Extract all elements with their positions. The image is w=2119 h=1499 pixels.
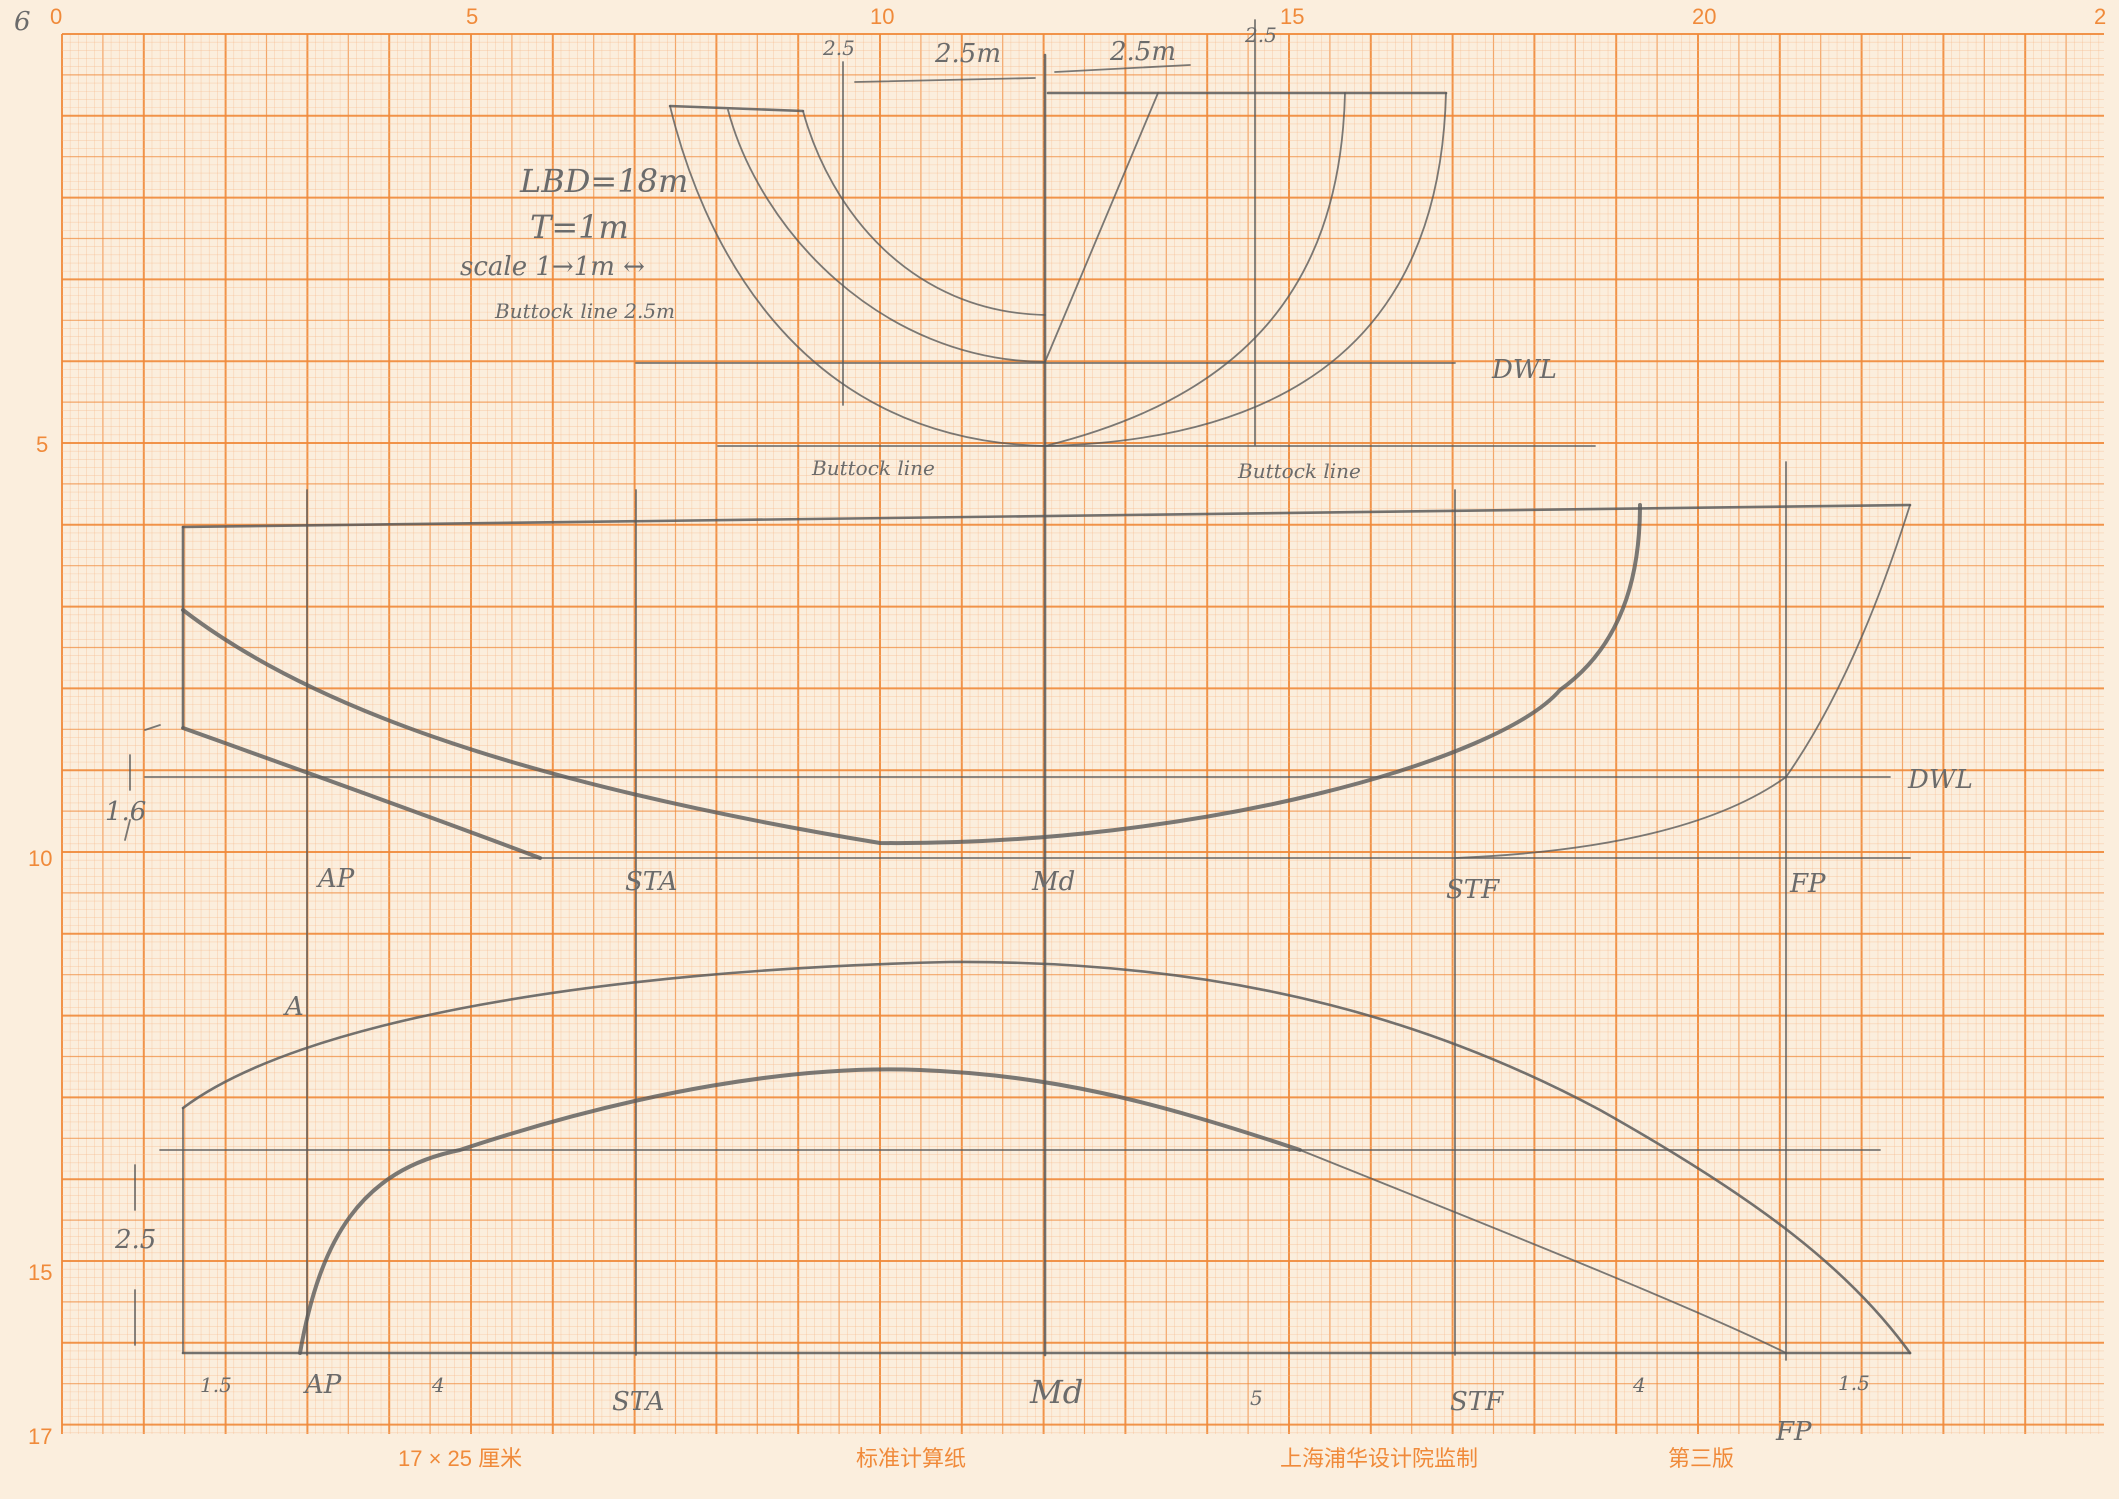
profile-deck-line <box>181 503 1912 529</box>
spacing-right-top: 2.5 <box>1244 23 1277 47</box>
fore-section-2 <box>1044 92 1346 447</box>
scale-label-5: 5 <box>466 4 478 29</box>
note-scale: scale 1→1m ↔ <box>460 252 645 282</box>
scale-label-y15: 15 <box>28 1260 52 1285</box>
hb-station-sta: STA <box>612 1387 665 1417</box>
profile-upper-curve <box>181 503 1642 846</box>
spacing-arrows <box>854 64 1191 83</box>
footer-edition: 第三版 <box>1668 1446 1734 1471</box>
half-breadth-dwl-fore <box>1299 1149 1787 1354</box>
half-breadth-plan: 2.5 A 1.5 AP 4 STA Md 5 STF 4 1.5 FP <box>114 960 1912 1447</box>
body-plan: 2.5 2.5m 2.5m 2.5 DWL Buttock line Butto… <box>635 19 1596 1357</box>
aft-section-3 <box>802 110 1046 316</box>
hb-station-1-5b: 1.5 <box>1838 1371 1870 1395</box>
body-plan-dwl-label: DWL <box>1491 355 1557 385</box>
profile-bow <box>1454 504 1911 859</box>
profile-station-md: Md <box>1031 867 1075 897</box>
half-breadth-dim: 2.5 <box>114 1225 156 1255</box>
profile-height-dim: 1.6 <box>105 797 146 827</box>
profile-station-ap: AP <box>316 864 355 894</box>
scale-label-15: 15 <box>1280 4 1304 29</box>
paper-footer: 17 × 25 厘米 标准计算纸 上海浦华设计院监制 第三版 <box>398 1446 1734 1471</box>
corner-mark: 6 <box>14 7 31 37</box>
fore-section-3 <box>1044 92 1159 363</box>
note-draft: T=1m <box>530 208 629 246</box>
scale-label-10: 10 <box>870 4 894 29</box>
hb-station-4: 4 <box>431 1373 445 1397</box>
scale-label-y17: 17 <box>28 1424 52 1449</box>
hb-station-4b: 4 <box>1632 1373 1646 1397</box>
profile-view: 1.6 DWL AP STA Md STF FP <box>105 461 1973 1361</box>
height-dim-arrows <box>124 724 161 841</box>
profile-station-fp: FP <box>1789 869 1826 899</box>
footer-name: 标准计算纸 <box>856 1446 966 1471</box>
top-scale: 0 5 10 15 20 2 <box>50 4 2106 29</box>
design-notes: LBD=18m T=1m scale 1→1m ↔ Buttock line 2… <box>460 162 688 323</box>
spacing-left: 2.5m <box>934 39 1001 69</box>
scale-label-y10: 10 <box>28 846 52 871</box>
hb-station-1-5: 1.5 <box>200 1373 232 1397</box>
graph-paper-grid <box>61 33 2104 1434</box>
scale-label-y5: 5 <box>36 432 48 457</box>
hb-station-ap: AP <box>303 1370 342 1400</box>
profile-dwl-label: DWL <box>1907 765 1973 795</box>
scale-label-25: 2 <box>2094 4 2106 29</box>
footer-publisher: 上海浦华设计院监制 <box>1280 1446 1478 1471</box>
note-buttock: Buttock line 2.5m <box>494 299 675 323</box>
half-breadth-deck-curve <box>181 960 1912 1355</box>
hb-station-stf: STF <box>1450 1387 1504 1417</box>
hb-station-md: Md <box>1029 1373 1083 1411</box>
profile-aft-keel <box>181 726 542 860</box>
left-scale: 5 10 15 17 <box>28 432 52 1449</box>
hb-station-5: 5 <box>1250 1386 1263 1410</box>
buttock-label-right: Buttock line <box>1237 459 1361 483</box>
hb-station-fp: FP <box>1775 1417 1812 1447</box>
spacing-left-top: 2.5 <box>822 36 855 60</box>
grid-background <box>62 34 2104 1434</box>
scale-label-0: 0 <box>50 4 62 29</box>
half-breadth-curve-label: A <box>283 992 304 1022</box>
spacing-right: 2.5m <box>1109 37 1176 67</box>
profile-station-stf: STF <box>1446 875 1500 905</box>
buttock-label-left: Buttock line <box>811 456 935 480</box>
footer-size: 17 × 25 厘米 <box>398 1446 522 1471</box>
half-breadth-dwl-curve <box>298 1067 1302 1355</box>
deck-line-aft <box>668 104 805 113</box>
aft-section-1 <box>669 105 1046 447</box>
note-lbd: LBD=18m <box>519 162 688 200</box>
scale-label-20: 20 <box>1692 4 1716 29</box>
aft-section-2 <box>727 109 1046 363</box>
profile-station-sta: STA <box>625 867 678 897</box>
fore-section-1 <box>1044 92 1447 447</box>
